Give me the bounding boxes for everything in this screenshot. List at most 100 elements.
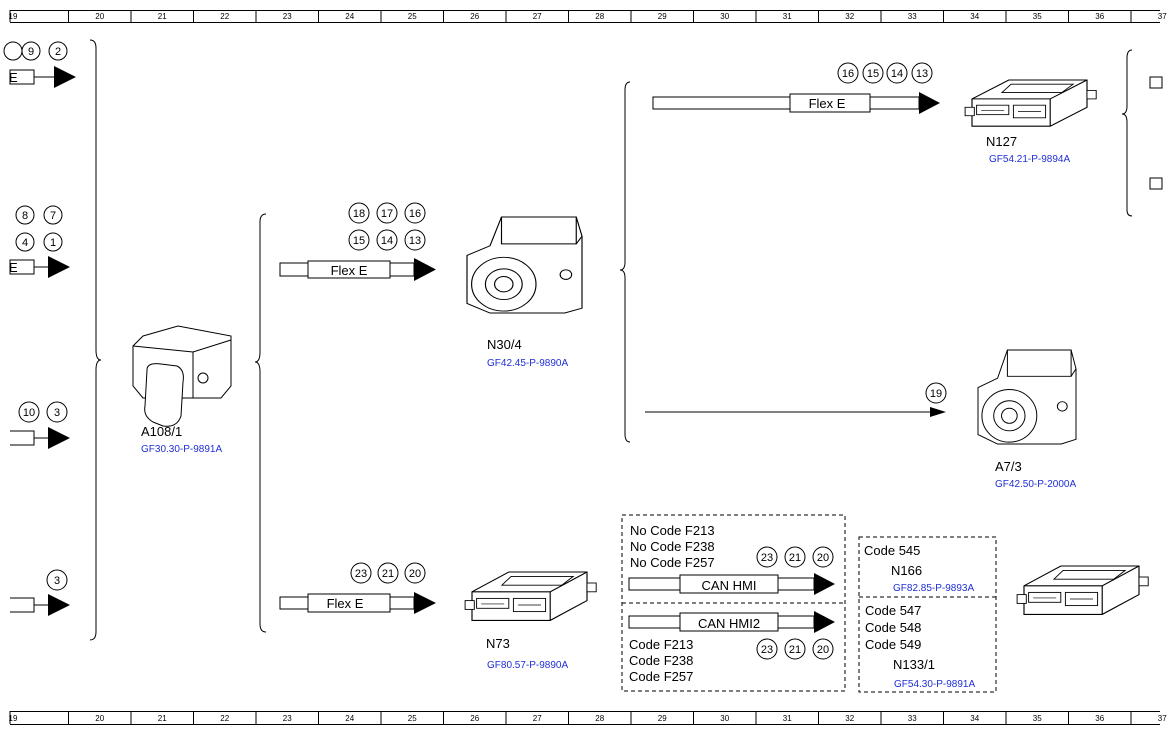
pin-number: 14 [891,68,903,80]
ruler-label: 34 [970,12,979,21]
bus-label: CAN HMI2 [698,616,760,631]
code-box-left: No Code F213 No Code F238 No Code F257 C… [621,514,846,692]
ruler-label: 35 [1033,714,1042,723]
code-line: No Code F257 [630,555,715,570]
component-ref: GF80.57-P-9890A [487,660,568,671]
code-line: Code F213 [629,637,693,652]
component-ref: GF82.85-P-9893A [893,583,974,594]
component-name: N127 [986,134,1017,149]
ruler-label: 24 [345,714,354,723]
a7-3-component: A7/3 GF42.50-P-2000A [977,349,1077,490]
component-ref: GF54.21-P-9894A [989,154,1070,165]
ruler-label: 24 [345,12,354,21]
ruler-label: 25 [408,12,417,21]
component-name: N73 [486,636,510,651]
pin-number: 4 [22,237,28,249]
left-brace [89,39,102,641]
left-bus-2: E 8 7 4 1 [9,205,70,278]
flex-e-bus-n127: Flex E 16 15 14 13 [652,62,940,114]
ruler-label: 23 [283,714,292,723]
ruler-label: 37 [1158,714,1167,723]
pin-number: 23 [761,552,773,564]
pin-number: 19 [930,388,942,400]
pin-number: 21 [789,644,801,656]
bus-label: E [9,70,18,85]
ruler-label: 37 [1158,12,1167,21]
pin-number: 23 [355,568,367,580]
ruler-label: 19 [9,12,18,21]
ruler-label: 33 [908,714,917,723]
ruler-label: 27 [533,714,542,723]
ruler-label: 25 [408,714,417,723]
pin-number: 16 [842,68,854,80]
ruler-label: 31 [783,12,792,21]
ruler-label: 32 [845,714,854,723]
n73-component: N73 GF80.57-P-9890A [464,571,597,671]
ruler-label: 29 [658,714,667,723]
line-a7-3: 19 [645,382,947,417]
pin-number: 1 [50,237,56,249]
right-brace [619,81,631,443]
pin-number: 7 [50,210,56,222]
pin-number: 3 [54,575,60,587]
pin-number: 15 [353,235,365,247]
n127-component: N127 GF54.21-P-9894A [964,79,1097,165]
ruler-label: 36 [1095,714,1104,723]
ruler-label: 31 [783,714,792,723]
pin-number: 21 [382,568,394,580]
pin-number: 14 [381,235,393,247]
ruler-label: 30 [720,12,729,21]
pin-number: 10 [23,407,35,419]
flex-e-bus-n30-4: Flex E 18 17 16 15 14 13 [279,202,436,281]
can-hmi2-bus: CAN HMI2 23 21 20 [628,611,835,660]
ruler-label: 22 [220,12,229,21]
n30-4-component: N30/4 GF42.45-P-9890A [466,216,583,369]
bus-label: Flex E [331,263,368,278]
ruler-label: 28 [595,12,604,21]
middle-brace [254,213,267,633]
code-line: Code 548 [865,620,921,635]
ruler-label: 26 [470,714,479,723]
pin-group: 9 2 [3,41,68,61]
flex-e-bus-n73: Flex E 23 21 20 [279,562,436,614]
component-ref: GF30.30-P-9891A [141,444,222,455]
code-line: Code F238 [629,653,693,668]
pin-number: 20 [817,644,829,656]
ruler-label: 20 [95,714,104,723]
ruler-label: 33 [908,12,917,21]
component-ref: GF42.45-P-9890A [487,358,568,369]
pin-number: 3 [54,407,60,419]
ecu-bottom-right [1016,565,1149,615]
ruler-label: 34 [970,714,979,723]
pin-number: 15 [867,68,879,80]
pin-number: 18 [353,208,365,220]
pin-number: 17 [381,208,393,220]
bus-label: Flex E [809,96,846,111]
pin-number: 16 [409,208,421,220]
can-hmi-bus: CAN HMI 23 21 20 [628,546,835,595]
ruler-label: 30 [720,714,729,723]
component-name: N133/1 [893,657,935,672]
code-box-right: Code 545 N166 GF82.85-P-9893A Code 547 C… [858,536,997,693]
component-name: N30/4 [487,337,522,352]
ruler-label: 36 [1095,12,1104,21]
left-bus-1: E 9 2 [3,41,76,88]
code-line: Code 545 [864,543,920,558]
bus-label: CAN HMI [702,578,757,593]
ruler-label: 27 [533,12,542,21]
bus-label: E [9,260,18,275]
bus-label: Flex E [327,596,364,611]
code-line: No Code F238 [630,539,715,554]
a108-1-component: A108/1 GF30.30-P-9891A [132,325,232,455]
left-bus-3: 10 3 [10,401,70,449]
pin-number: 21 [789,552,801,564]
component-ref: GF54.30-P-9891A [894,679,975,690]
component-name: A108/1 [141,424,182,439]
ruler-label: 23 [283,12,292,21]
code-line: Code 549 [865,637,921,652]
ruler-label: 21 [158,12,167,21]
pin-number: 20 [817,552,829,564]
